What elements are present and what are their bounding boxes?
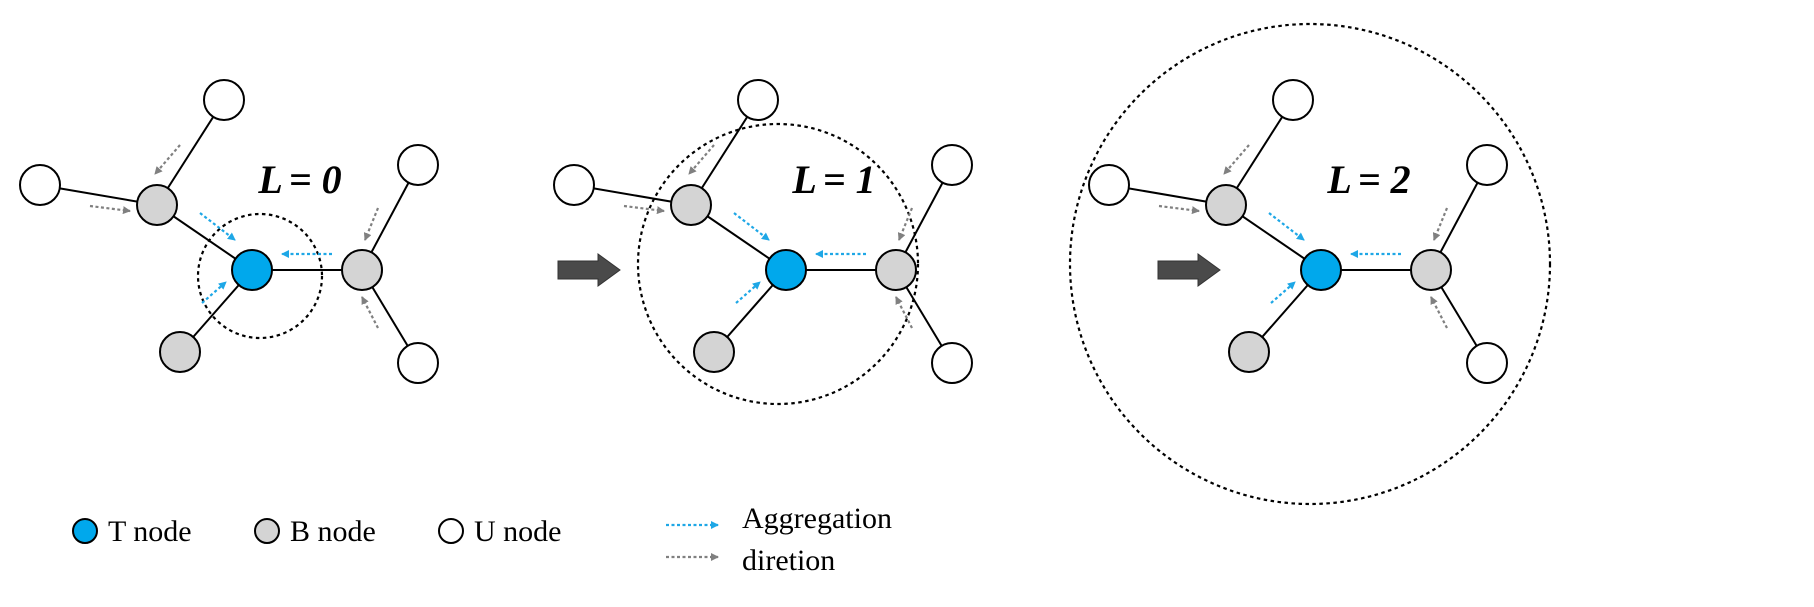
aggregation-arrow-blue — [201, 281, 227, 304]
b-node — [341, 249, 383, 291]
u-node — [737, 79, 779, 121]
t-node — [231, 249, 273, 291]
step-arrow — [1157, 253, 1221, 287]
legend: T node B node U node Aggregation diretion — [72, 502, 892, 577]
b-node — [136, 184, 178, 226]
u-node — [1466, 144, 1508, 186]
b-node-icon-label: B node — [290, 515, 376, 548]
t-node-icon-label: T node — [108, 515, 192, 548]
receptive-field-circle — [196, 212, 324, 340]
layer-label: L= 0 — [257, 157, 341, 202]
legend-direction-label: diretion — [742, 544, 835, 577]
aggregation-arrow-blue — [735, 281, 761, 304]
edges-layer — [39, 99, 1488, 364]
aggregation-arrow-gray — [363, 207, 380, 241]
aggregation-arrows-layer — [89, 144, 1449, 329]
aggregation-arrow-gray — [154, 144, 181, 175]
receptive-field-circle — [636, 122, 920, 406]
t-node — [765, 249, 807, 291]
step-arrow — [557, 253, 621, 287]
layer-variable: L — [1326, 157, 1351, 202]
layer-label: L= 2 — [1326, 157, 1410, 202]
b-node — [1410, 249, 1452, 291]
u-node — [553, 164, 595, 206]
aggregation-arrow-blue — [1270, 281, 1296, 304]
nodes-layer — [19, 79, 1508, 384]
layer-variable: L — [257, 157, 282, 202]
step-arrows-layer — [557, 253, 1221, 287]
u-node-icon — [438, 518, 464, 544]
b-node-icon — [254, 518, 280, 544]
u-node — [931, 342, 973, 384]
aggregation-arrow-gray — [623, 204, 665, 215]
u-node — [1466, 342, 1508, 384]
t-node — [1300, 249, 1342, 291]
layer-value: = 0 — [289, 157, 342, 202]
u-node-icon-label: U node — [474, 515, 561, 548]
b-node — [670, 184, 712, 226]
u-node — [203, 79, 245, 121]
layer-value: = 2 — [1358, 157, 1411, 202]
receptive-field-layer — [196, 22, 1552, 506]
aggregation-arrow-blue — [1268, 212, 1305, 241]
aggregation-arrow-gray — [1430, 296, 1448, 329]
layer-value: = 1 — [823, 157, 876, 202]
layer-label: L= 1 — [791, 157, 875, 202]
aggregation-arrow-blue — [199, 212, 236, 241]
aggregation-arrow-gray — [361, 296, 379, 329]
b-node — [693, 331, 735, 373]
aggregation-arrow-gray — [897, 207, 914, 241]
t-node-icon — [72, 518, 98, 544]
aggregation-arrow-gray — [1158, 204, 1200, 215]
aggregation-arrow-gray — [1432, 207, 1449, 241]
u-node — [19, 164, 61, 206]
u-node — [397, 144, 439, 186]
u-node — [1088, 164, 1130, 206]
aggregation-arrow-blue — [733, 212, 770, 241]
aggregation-arrow-gray — [688, 144, 715, 175]
receptive-field-circle — [1068, 22, 1552, 506]
aggregation-arrow-gray — [89, 204, 131, 215]
u-node — [397, 342, 439, 384]
b-node — [875, 249, 917, 291]
legend-aggregation-label: Aggregation — [742, 502, 892, 535]
aggregation-arrow-gray — [1223, 144, 1250, 175]
b-node — [159, 331, 201, 373]
b-node — [1228, 331, 1270, 373]
u-node — [1272, 79, 1314, 121]
aggregation-arrow-gray — [895, 296, 913, 329]
u-node — [931, 144, 973, 186]
layer-variable: L — [791, 157, 816, 202]
b-node — [1205, 184, 1247, 226]
